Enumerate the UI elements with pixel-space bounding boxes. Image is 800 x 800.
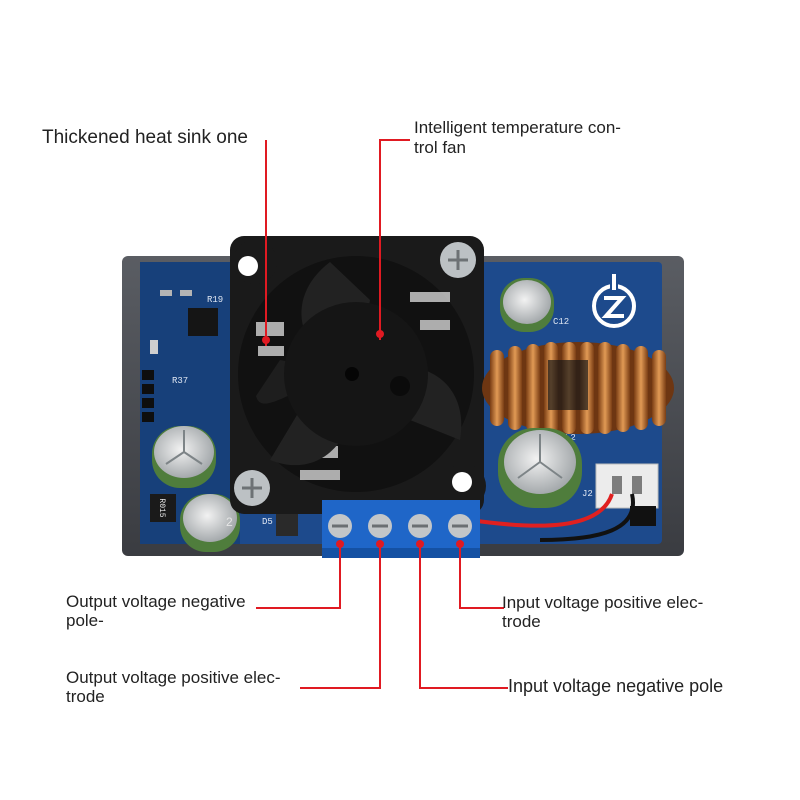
- smd-chip: [188, 308, 218, 336]
- label-output-positive-line1: Output voltage positive elec-: [66, 668, 281, 687]
- label-input-positive-line1: Input voltage positive elec-: [502, 593, 704, 612]
- leader-line-input-negative: [419, 540, 508, 689]
- leader-line-output-positive: [300, 540, 381, 689]
- leader-lines: [256, 139, 508, 689]
- smd-parts: [150, 340, 158, 354]
- silkscreen-d5: D5: [262, 517, 273, 527]
- terminal-screw: [328, 514, 472, 538]
- leader-dot: [376, 540, 384, 548]
- label-input-positive-line2: trode: [502, 612, 541, 631]
- fan-connector: [469, 463, 659, 542]
- screw: [440, 242, 476, 278]
- capacitor: [498, 428, 582, 508]
- brand-logo: [592, 274, 636, 328]
- leader-dot: [262, 336, 270, 344]
- label-output-negative-line2: pole-: [66, 611, 104, 630]
- label-fan-line1: Intelligent temperature con-: [414, 118, 621, 137]
- silkscreen-c12: C12: [553, 317, 569, 327]
- leader-dot: [336, 540, 344, 548]
- smd-parts: [160, 290, 172, 296]
- label-input-negative: Input voltage negative pole: [508, 676, 724, 696]
- leader-line-fan: [379, 139, 410, 340]
- leader-line-output-negative: [256, 540, 341, 609]
- capacitor: 2: [180, 494, 240, 552]
- label-heat-sink: Thickened heat sink one: [42, 127, 248, 148]
- label-output-positive-line2: trode: [66, 687, 105, 706]
- toroidal-inductor: [482, 342, 674, 434]
- silkscreen-j2: J2: [582, 489, 593, 499]
- label-output-negative-line1: Output voltage negative: [66, 592, 246, 611]
- shunt-resistor: [150, 494, 176, 522]
- silkscreen-r37: R37: [172, 376, 188, 386]
- screw: [234, 470, 270, 506]
- capacitor: [500, 278, 554, 332]
- capacitor: [152, 426, 216, 488]
- leader-dot: [456, 540, 464, 548]
- pin-header: [142, 370, 154, 422]
- leader-line-input-positive: [459, 540, 504, 609]
- label-fan-line2: trol fan: [414, 138, 466, 157]
- svg-text:2: 2: [226, 515, 233, 529]
- terminal-block: [322, 500, 480, 558]
- leader-dots: [262, 330, 464, 548]
- silkscreen-r015: R015: [157, 498, 166, 517]
- silkscreen-r19: R19: [207, 295, 223, 305]
- cooling-fan: [230, 236, 486, 514]
- smd-parts: [180, 290, 192, 296]
- leader-dot: [416, 540, 424, 548]
- leader-dot: [376, 330, 384, 338]
